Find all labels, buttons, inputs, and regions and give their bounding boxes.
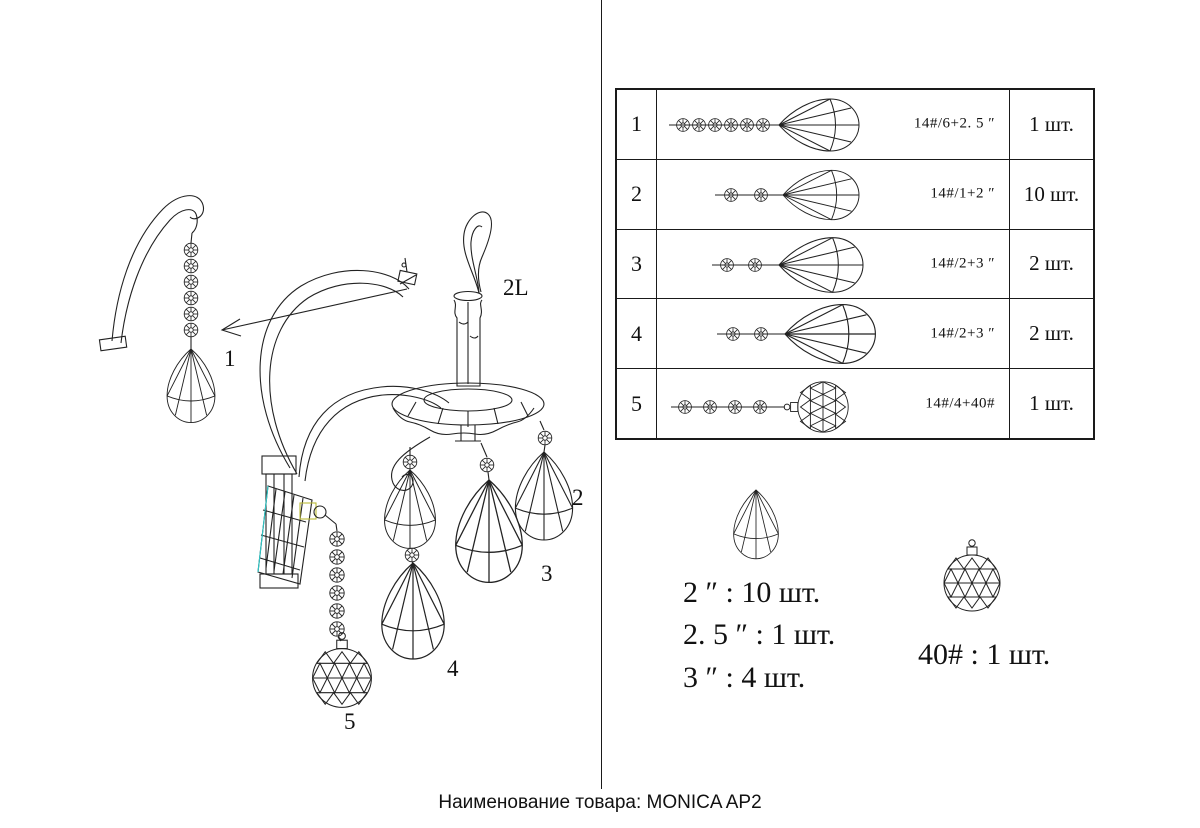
row-number: 5 — [617, 369, 657, 438]
row-drawing-cell: 14#/6+2. 5 ″ — [657, 90, 1010, 159]
sconce-diagram: 1 2L 2 3 4 5 — [98, 195, 584, 734]
row-quantity: 1 шт. — [1029, 111, 1074, 136]
product-name-caption: Наименование товара: MONICA AP2 — [438, 792, 762, 813]
table-row: 1 14#/6+2. 5 ″ 1 шт. — [617, 90, 1093, 160]
pendant-drawing-row4 — [717, 304, 876, 365]
part-label-1: 1 — [224, 346, 236, 371]
part-code: 14#/1+2 ″ — [930, 185, 995, 202]
faceted-ball-sample-drawing — [943, 539, 1001, 612]
part-label-3: 3 — [541, 561, 553, 586]
pendant-drawing-row5 — [671, 381, 849, 433]
row-number: 4 — [617, 299, 657, 369]
pendant-drawing-row1 — [669, 98, 860, 152]
part-label-4: 4 — [447, 656, 459, 681]
part-code: 14#/4+40# — [925, 395, 995, 412]
row-drawing-cell: 14#/2+3 ″ — [657, 229, 1010, 299]
row-quantity: 10 шт. — [1023, 181, 1080, 206]
part-code: 14#/6+2. 5 ″ — [913, 115, 995, 132]
row-number: 3 — [617, 229, 657, 299]
summary-count-3inch: 3 ″ : 4 шт. — [683, 661, 806, 694]
row-quantity: 2 шт. — [1029, 321, 1074, 346]
pendant-drawing-row2 — [715, 169, 860, 220]
row-drawing-cell: 14#/4+40# — [657, 369, 1010, 438]
table-row: 3 14#/2+3 ″ 2 шт. — [617, 229, 1093, 300]
summary-drawings — [733, 489, 1001, 612]
part-label-5: 5 — [344, 709, 356, 734]
row-number: 1 — [617, 90, 657, 159]
row-drawing-cell: 14#/1+2 ″ — [657, 159, 1010, 229]
row-drawing-cell: 14#/2+3 ″ — [657, 299, 1010, 369]
vertical-divider — [601, 0, 602, 789]
part-code: 14#/2+3 ″ — [930, 255, 995, 272]
part-label-2: 2 — [572, 485, 584, 510]
summary-count-25inch: 2. 5 ″ : 1 шт. — [683, 618, 836, 651]
part-code: 14#/2+3 ″ — [930, 325, 995, 342]
teardrop-sample-drawing — [733, 489, 779, 560]
table-row: 5 14#/4+40# 1 шт. — [617, 369, 1093, 438]
table-row: 4 14#/2+3 ″ 2 шт. — [617, 299, 1093, 370]
summary-count-40ball: 40# : 1 шт. — [918, 638, 1051, 671]
sconce-lineart — [98, 195, 574, 708]
pendant-drawing-row3 — [712, 236, 864, 293]
row-quantity: 1 шт. — [1029, 391, 1074, 416]
table-row: 2 14#/1+2 ″ 10 шт. — [617, 159, 1093, 230]
parts-table: 1 14#/6+2. 5 ″ 1 шт. 2 — [615, 88, 1095, 440]
summary-count-2inch: 2 ″ : 10 шт. — [683, 576, 821, 609]
row-quantity: 2 шт. — [1029, 251, 1074, 276]
row-number: 2 — [617, 159, 657, 229]
part-label-2l: 2L — [503, 275, 529, 300]
